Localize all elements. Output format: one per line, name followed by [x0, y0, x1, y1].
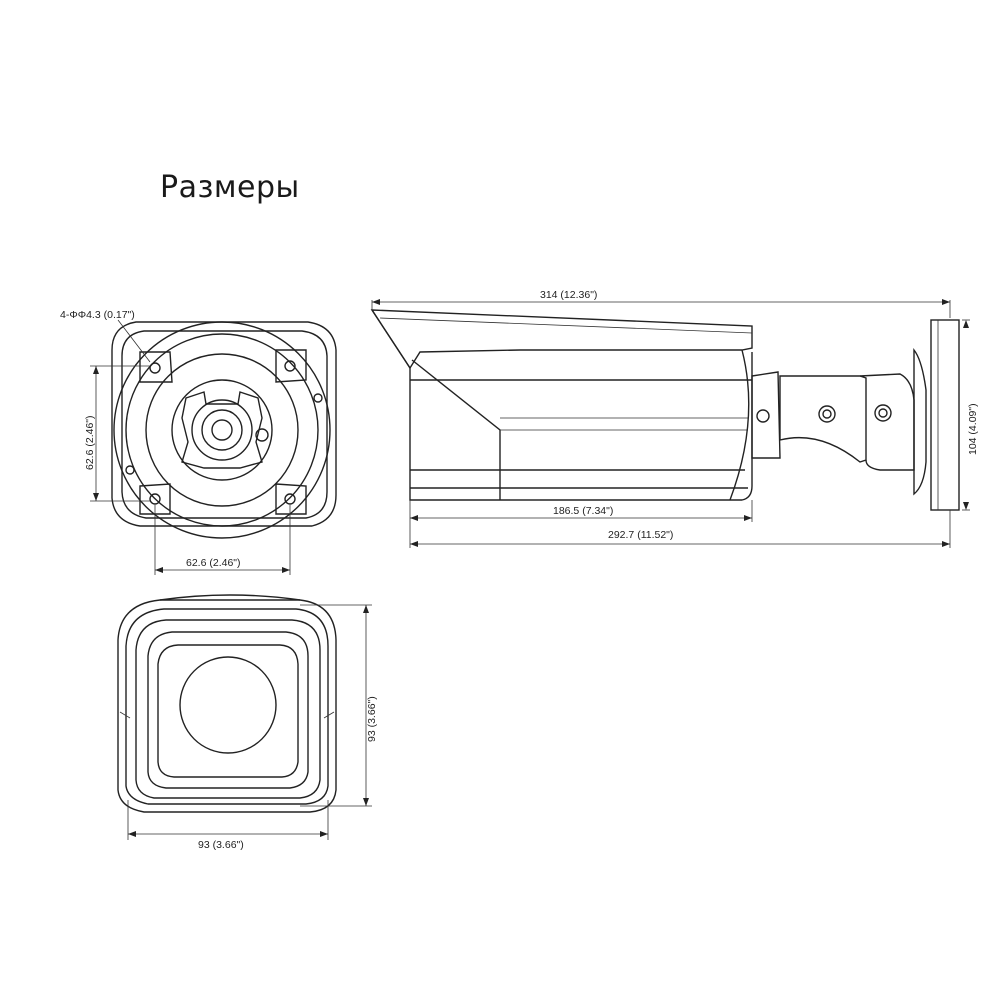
- page-title: Размеры: [160, 170, 300, 205]
- label-mount-height: 62.6 (2.46"): [84, 415, 96, 470]
- rear-mount-view: [90, 319, 337, 575]
- label-total-length: 314 (12.36"): [540, 289, 597, 301]
- side-view: [370, 299, 970, 548]
- label-front-height: 93 (3.66"): [366, 696, 378, 742]
- label-mount-width: 62.6 (2.46"): [186, 557, 241, 569]
- label-base-height: 104 (4.09"): [967, 403, 979, 455]
- mount-screw-holes: [125, 349, 323, 515]
- label-mount-holes: 4-ΦΦ4.3 (0.17"): [60, 309, 135, 321]
- front-view: [117, 594, 372, 840]
- label-body-length: 186.5 (7.34"): [553, 505, 613, 517]
- label-length-to-base: 292.7 (11.52"): [608, 529, 673, 541]
- label-front-width: 93 (3.66"): [198, 839, 244, 851]
